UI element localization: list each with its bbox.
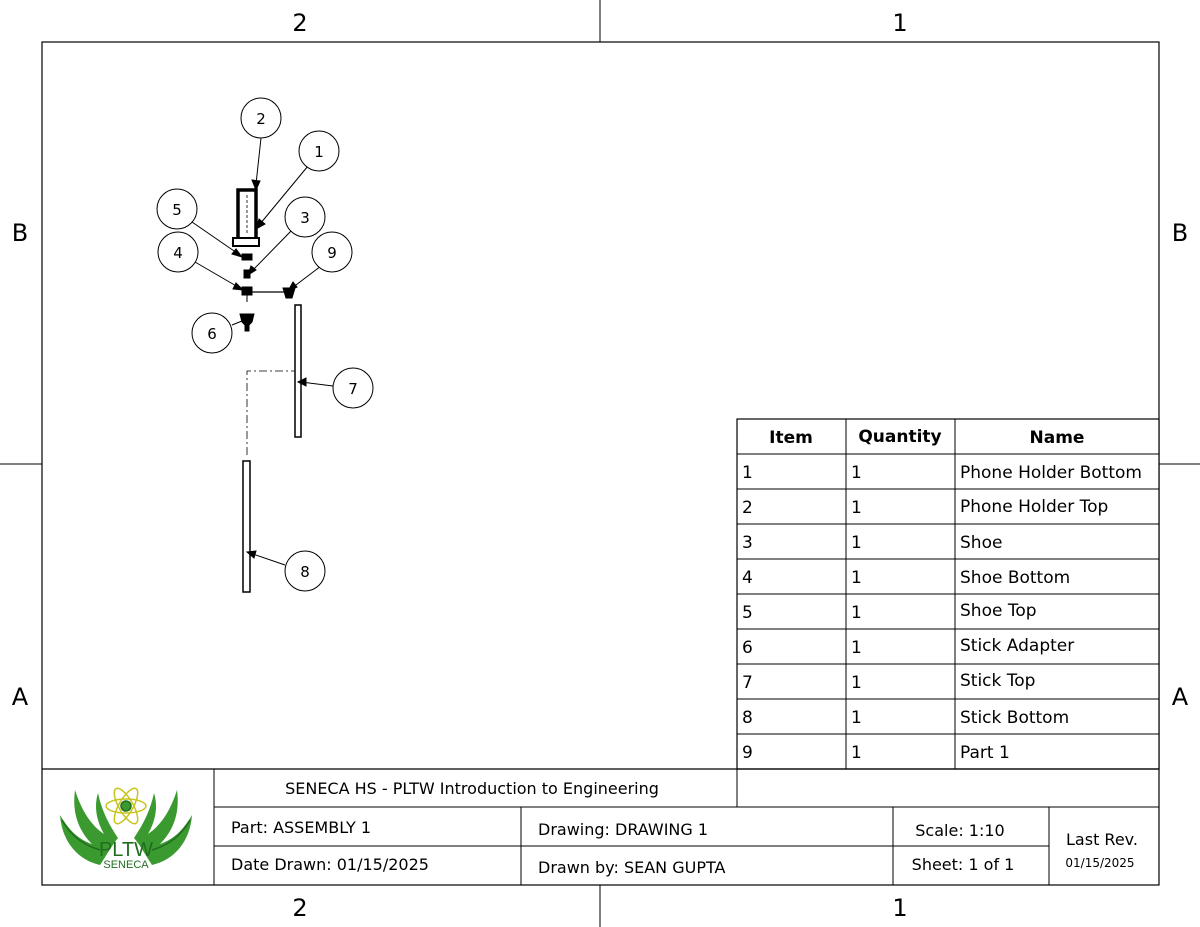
table-row: 8 1 Stick Bottom — [742, 708, 1069, 728]
table-row: 7 1 Stick Top — [742, 671, 1035, 693]
parts-header-quantity: Quantity — [858, 427, 941, 447]
seneca-pltw-logo: PLTW SENECA — [60, 787, 192, 871]
balloon-4: 4 — [157, 231, 199, 273]
row-3-qty: 1 — [851, 533, 862, 553]
table-row: 2 1 Phone Holder Top — [742, 497, 1108, 518]
balloon-8: 8 — [284, 550, 326, 592]
balloon-leaders — [191, 137, 334, 566]
atom-icon — [105, 787, 147, 825]
left-wing-icon — [60, 790, 118, 865]
row-2-qty: 1 — [851, 498, 862, 518]
balloon-6-label: 6 — [207, 325, 217, 343]
balloon-7: 7 — [332, 367, 374, 409]
row-6-qty: 1 — [851, 638, 862, 658]
table-row: 6 1 Stick Adapter — [742, 636, 1074, 658]
balloon-9-label: 9 — [327, 244, 337, 262]
title-block-sheet: Sheet: 1 of 1 — [912, 855, 1015, 874]
balloon-9: 9 — [311, 231, 353, 273]
row-6-name: Stick Adapter — [960, 636, 1074, 656]
row-5-qty: 1 — [851, 603, 862, 623]
row-7-item: 7 — [742, 673, 753, 693]
title-block-drawn-by: Drawn by: SEAN GUPTA — [538, 858, 726, 877]
title-block-date-drawn: Date Drawn: 01/15/2025 — [231, 855, 429, 874]
row-2-name: Phone Holder Top — [960, 497, 1108, 517]
row-1-qty: 1 — [851, 463, 862, 483]
row-7-name: Stick Top — [960, 671, 1035, 691]
balloon-3-label: 3 — [300, 209, 310, 227]
zone-label-bottom-1: 1 — [892, 894, 907, 922]
zone-label-top-1: 1 — [892, 9, 907, 37]
balloon-3: 3 — [284, 196, 326, 238]
balloon-8-label: 8 — [300, 563, 310, 581]
row-9-item: 9 — [742, 743, 753, 763]
zone-label-top-2: 2 — [292, 9, 307, 37]
zone-label-left-a: A — [12, 683, 29, 711]
parts-header-item: Item — [769, 428, 813, 448]
table-row: 9 1 Part 1 — [742, 743, 1010, 763]
balloon-2: 2 — [240, 97, 282, 139]
table-row: 5 1 Shoe Top — [742, 601, 1037, 623]
shoe-bottom-part — [241, 286, 253, 296]
zone-label-left-b: B — [12, 219, 28, 247]
parts-header-name: Name — [1030, 428, 1085, 448]
balloon-5-label: 5 — [172, 201, 182, 219]
row-8-name: Stick Bottom — [960, 708, 1069, 728]
title-block-last-rev-date: 01/15/2025 — [1065, 856, 1134, 870]
right-wing-icon — [134, 790, 192, 865]
title-block-part: Part: ASSEMBLY 1 — [231, 818, 371, 837]
logo-seneca-text: SENECA — [103, 859, 149, 871]
balloon-2-label: 2 — [256, 110, 266, 128]
table-row: 3 1 Shoe — [742, 533, 1002, 553]
zone-label-right-b: B — [1172, 219, 1188, 247]
row-3-name: Shoe — [960, 533, 1002, 553]
balloons: 2 1 5 3 4 9 6 7 — [156, 97, 374, 592]
row-5-item: 5 — [742, 603, 753, 623]
balloon-4-label: 4 — [173, 244, 183, 262]
title-block-last-rev-label: Last Rev. — [1066, 830, 1138, 849]
balloon-6: 6 — [191, 312, 233, 354]
row-2-item: 2 — [742, 498, 753, 518]
row-5-name: Shoe Top — [960, 601, 1037, 621]
row-4-qty: 1 — [851, 568, 862, 588]
balloon-7-label: 7 — [348, 380, 358, 398]
row-7-qty: 1 — [851, 673, 862, 693]
row-4-name: Shoe Bottom — [960, 568, 1070, 588]
stick-top-part — [294, 304, 302, 438]
assembly-centerline — [246, 370, 295, 455]
row-8-qty: 1 — [851, 708, 862, 728]
exploded-assembly-view — [232, 183, 302, 593]
shoe-top-part — [241, 253, 253, 261]
balloon-1-label: 1 — [314, 143, 324, 161]
stick-adapter-part — [239, 313, 255, 332]
parts-list-table: Item Quantity Name 1 1 Phone Holder Bott… — [736, 418, 1160, 770]
zone-label-bottom-2: 2 — [292, 894, 307, 922]
title-block-scale: Scale: 1:10 — [915, 821, 1004, 840]
title-block-drawing: Drawing: DRAWING 1 — [538, 820, 708, 839]
title-block: SENECA HS - PLTW Introduction to Enginee… — [42, 768, 1159, 885]
logo-pltw-text: PLTW — [99, 839, 153, 861]
row-3-item: 3 — [742, 533, 753, 553]
balloon-1: 1 — [298, 130, 340, 172]
row-1-item: 1 — [742, 463, 753, 483]
row-9-qty: 1 — [851, 743, 862, 763]
row-8-item: 8 — [742, 708, 753, 728]
table-row: 4 1 Shoe Bottom — [742, 568, 1070, 588]
zone-label-right-a: A — [1172, 683, 1189, 711]
row-1-name: Phone Holder Bottom — [960, 463, 1142, 483]
row-9-name: Part 1 — [960, 743, 1010, 763]
balloon-5: 5 — [156, 188, 198, 230]
row-4-item: 4 — [742, 568, 753, 588]
table-row: 1 1 Phone Holder Bottom — [742, 463, 1142, 483]
stick-bottom-part — [242, 460, 251, 593]
row-6-item: 6 — [742, 638, 753, 658]
title-block-school: SENECA HS - PLTW Introduction to Enginee… — [285, 779, 659, 798]
